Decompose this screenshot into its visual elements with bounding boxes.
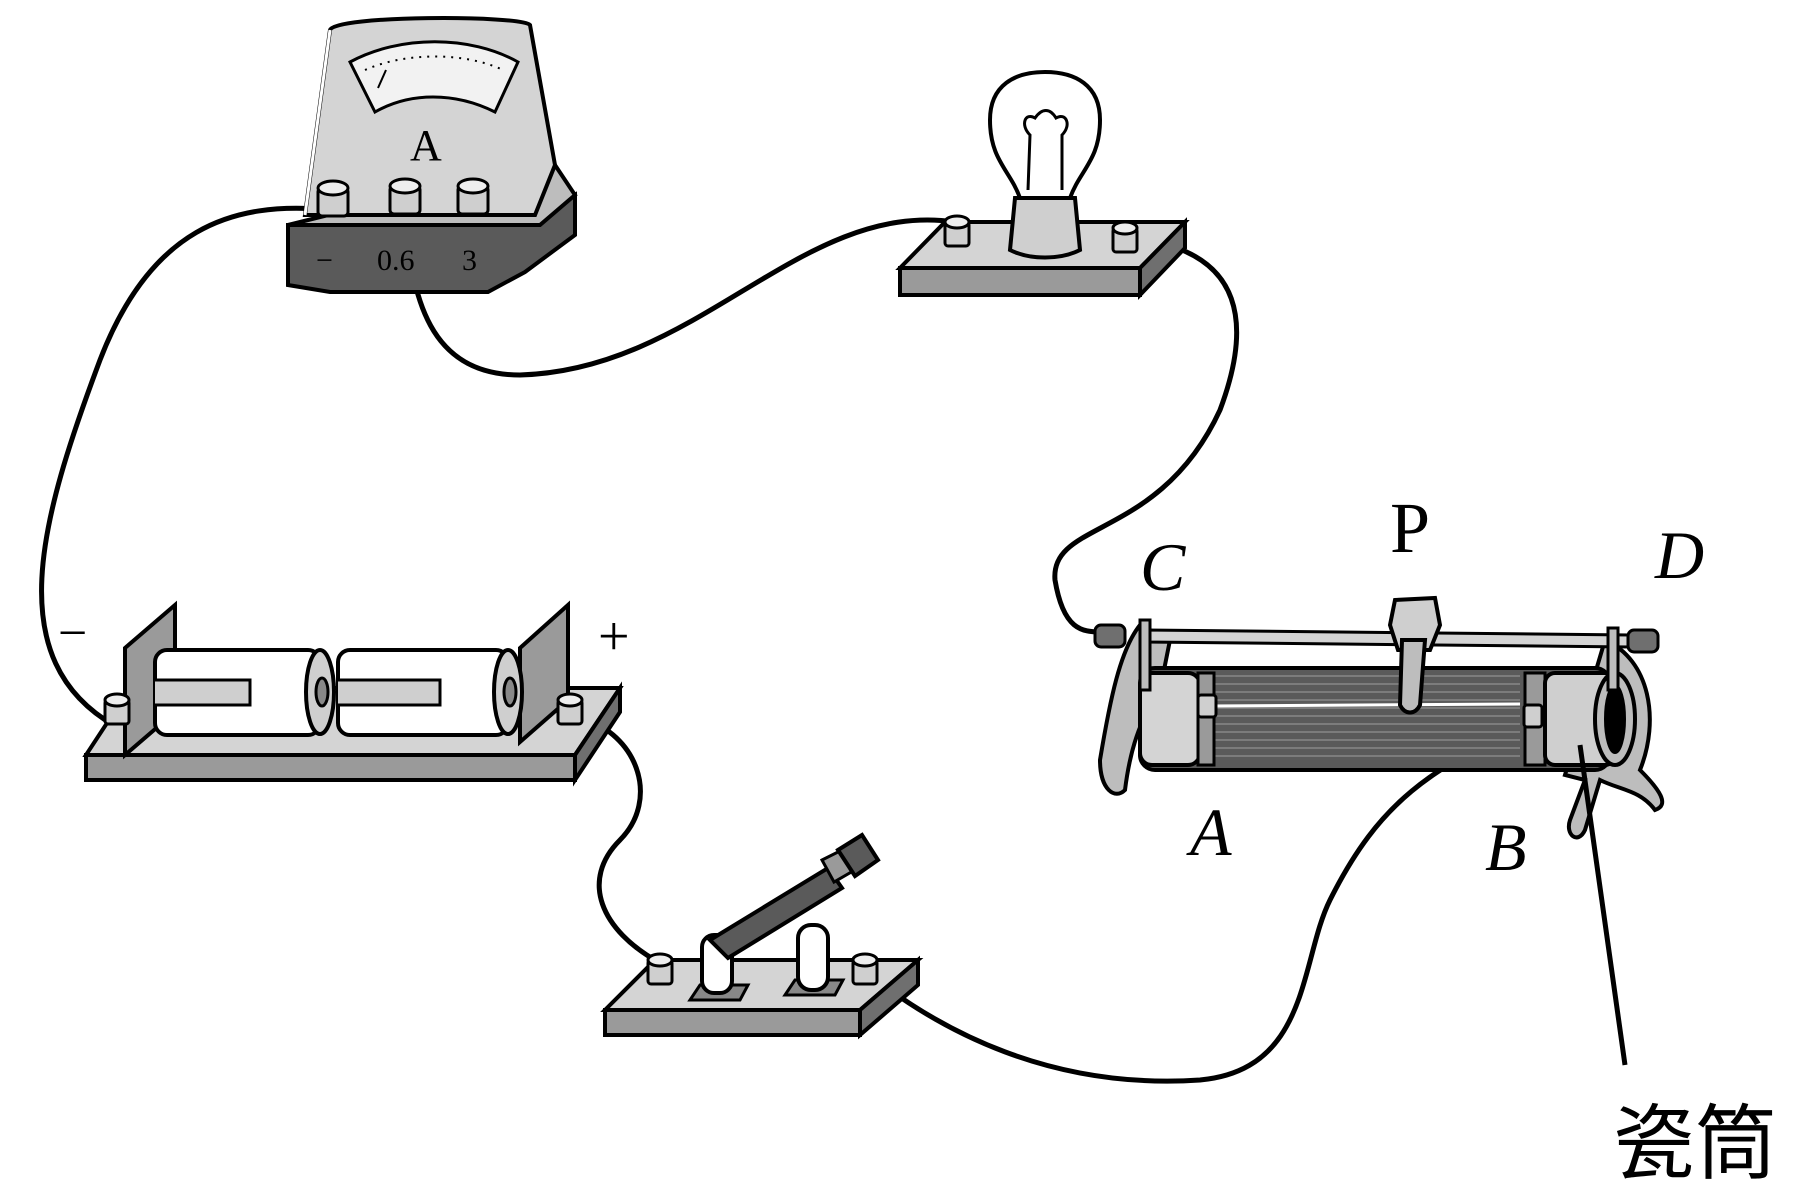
switch-handle — [835, 832, 881, 879]
lamp-terminal-left — [943, 214, 971, 248]
lamp-terminal-right — [1111, 220, 1139, 254]
wire-lamp-to-rheostat — [1052, 235, 1240, 636]
ammeter-symbol: A — [410, 121, 442, 170]
rheostat-label-b: B — [1485, 809, 1527, 885]
wire-battery-to-switch — [567, 711, 663, 966]
battery-minus-label: − — [58, 605, 87, 662]
ammeter-label-minus: − — [316, 244, 333, 277]
rheostat-label-a: A — [1186, 794, 1232, 870]
battery-terminal-plus — [556, 692, 584, 726]
rheostat-label-c: C — [1140, 529, 1186, 605]
wire-ammeter-to-lamp — [402, 202, 958, 378]
ammeter: A − 0.6 3 — [286, 16, 578, 294]
ammeter-terminal-minus — [316, 179, 350, 218]
lamp — [895, 69, 1190, 300]
rheostat-coil — [1210, 675, 1520, 757]
ammeter-dial — [348, 40, 520, 115]
wire-switch-to-rheostat — [867, 717, 1535, 1084]
ammeter-label-3: 3 — [462, 244, 477, 277]
battery-plus-label: + — [598, 606, 630, 668]
lamp-bulb — [987, 69, 1103, 200]
knife-switch — [600, 832, 924, 1040]
rheostat-terminal-d — [1626, 628, 1660, 654]
battery-terminal-minus — [103, 692, 131, 726]
ammeter-terminal-3 — [456, 177, 490, 216]
rheostat: C P D A B 瓷筒 — [1093, 488, 1777, 1192]
ammeter-label-06: 0.6 — [377, 244, 415, 277]
rheostat-slider-p — [1387, 595, 1443, 715]
battery-cell-left — [153, 648, 336, 737]
switch-blade — [706, 865, 845, 961]
lamp-socket — [1007, 196, 1083, 260]
porcelain-label: 瓷筒 — [1613, 1097, 1777, 1192]
battery-cell-right — [336, 648, 524, 737]
rheostat-terminal-c — [1093, 623, 1127, 649]
wires — [39, 202, 1535, 1084]
rheostat-terminal-a — [1196, 693, 1218, 719]
porcelain-leader-line — [1577, 744, 1628, 1066]
switch-terminal-left — [646, 952, 674, 986]
ammeter-terminal-06 — [388, 177, 422, 216]
rheostat-label-p: P — [1390, 488, 1430, 568]
switch-terminal-right — [851, 952, 879, 986]
rheostat-terminal-b — [1522, 703, 1544, 729]
wire-ammeter-to-battery — [39, 205, 333, 729]
battery-holder: − + — [58, 600, 630, 787]
switch-contact — [796, 923, 830, 992]
rheostat-label-d: D — [1654, 517, 1704, 593]
rheostat-rod — [1143, 628, 1632, 649]
